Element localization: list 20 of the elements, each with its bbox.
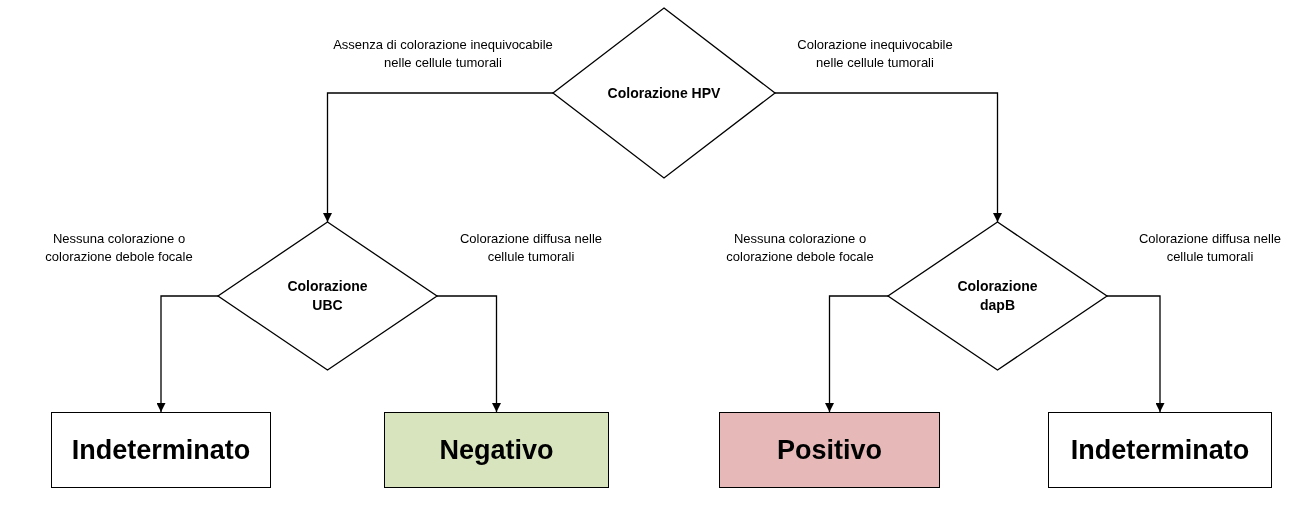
arrow (323, 92, 554, 223)
result-box (719, 412, 940, 488)
result-box (384, 412, 609, 488)
arrow (825, 295, 889, 413)
arrow (1106, 295, 1165, 413)
result-label: Indeterminato (71, 434, 251, 466)
arrow (156, 295, 219, 413)
result-box (51, 412, 271, 488)
decision-label: Colorazione HPV (606, 83, 722, 103)
decision-diamond (888, 222, 1107, 370)
result-label: Negativo (439, 434, 554, 466)
result-label: Indeterminato (1070, 434, 1250, 466)
result-label: Positivo (777, 434, 882, 466)
arrow (774, 92, 1002, 223)
result-box (1048, 412, 1272, 488)
decision-diamond (553, 8, 775, 178)
decision-label: Colorazione UBC (286, 277, 369, 315)
decision-diamond (218, 222, 437, 370)
arrow (436, 295, 501, 413)
decision-label: Colorazione dapB (956, 277, 1039, 315)
